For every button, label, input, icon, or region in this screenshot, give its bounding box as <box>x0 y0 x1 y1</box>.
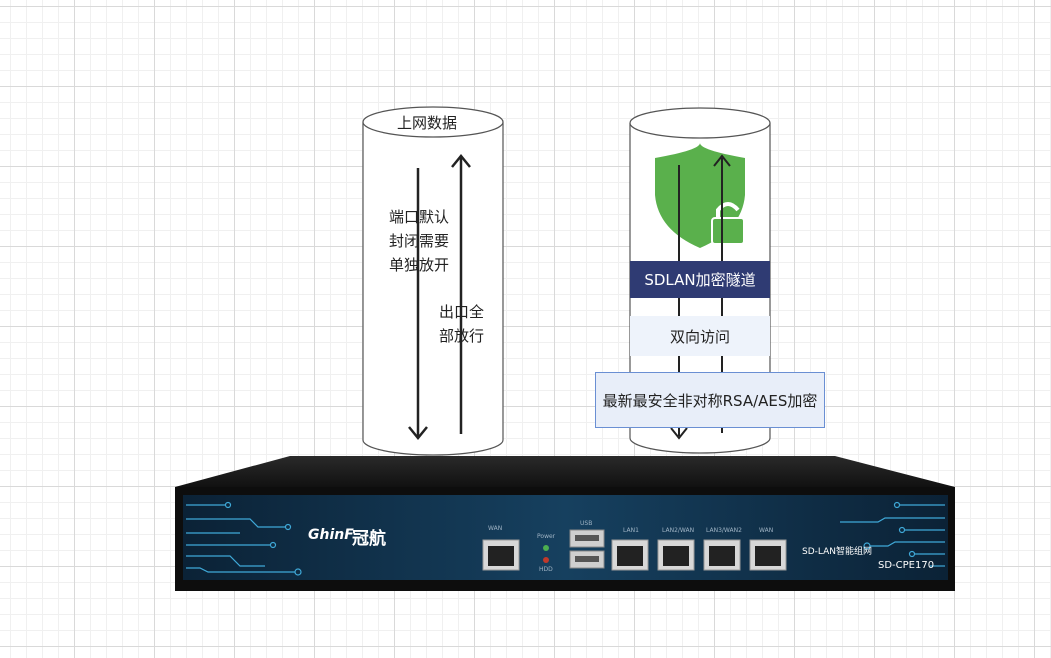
up-arrow-icon <box>451 154 471 434</box>
product-line: SD-LAN智能组网 <box>802 547 873 557</box>
port-label-wan: WAN <box>488 525 503 532</box>
led-label-power: Power <box>537 533 556 540</box>
encryption-label: 最新最安全非对称RSA/AES加密 <box>595 372 825 428</box>
port-label-wan2: WAN <box>759 527 774 534</box>
down-label-line-2: 封闭需要 <box>389 232 450 250</box>
down-label-line-3: 单独放开 <box>389 256 450 274</box>
port-label-usb: USB <box>580 520 593 527</box>
port-label-lan2: LAN2/WAN <box>662 527 695 534</box>
down-label-line-1: 端口默认 <box>389 208 450 226</box>
up-label-line-1: 出口全 <box>439 303 485 321</box>
port-label-lan3: LAN3/WAN2 <box>706 527 742 534</box>
port-label-lan1: LAN1 <box>623 527 639 534</box>
bidirectional-access-label: 双向访问 <box>630 316 770 356</box>
brand-name: 冠航 <box>352 529 386 549</box>
sdlan-tunnel-label: SDLAN加密隧道 <box>630 261 770 298</box>
logo-text: GhinF <box>308 527 354 543</box>
led-label-hdd: HDD <box>539 566 553 573</box>
model-number: SD-CPE170 <box>878 560 935 571</box>
up-label-line-2: 部放行 <box>439 327 485 345</box>
router-device <box>175 456 955 591</box>
down-arrow-icon <box>408 168 428 440</box>
left-cylinder-title: 上网数据 <box>397 114 458 132</box>
left-cylinder <box>362 106 504 456</box>
